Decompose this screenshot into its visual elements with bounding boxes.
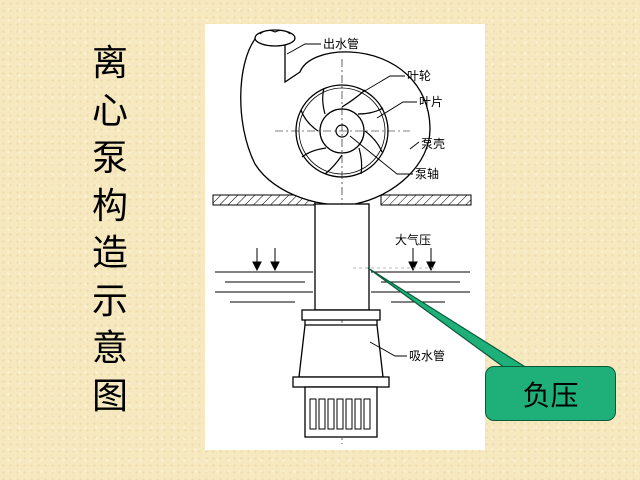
title-char: 构 bbox=[91, 185, 128, 227]
suction-pipe bbox=[292, 203, 390, 438]
negative-pressure-callout: 负压 bbox=[485, 366, 616, 421]
slide-title: 离 心 泵 构 造 示 意 图 bbox=[80, 40, 140, 420]
label-suction-pipe: 吸水管 bbox=[409, 348, 445, 363]
label-pump-shaft: 泵轴 bbox=[415, 166, 439, 181]
title-char: 造 bbox=[91, 233, 128, 274]
label-blade: 叶片 bbox=[419, 95, 443, 109]
callout-text: 负压 bbox=[522, 378, 579, 412]
label-pump-casing: 泵壳 bbox=[421, 137, 445, 151]
label-atmospheric-pressure: 大气压 bbox=[395, 232, 431, 247]
label-outlet-pipe: 出水管 bbox=[323, 36, 359, 51]
title-char: 意 bbox=[91, 328, 128, 369]
outlet-pipe bbox=[254, 29, 296, 47]
strainer bbox=[309, 398, 371, 430]
pump-diagram: 出水管 叶轮 叶片 泵壳 泵轴 大气压 吸水管 bbox=[205, 24, 485, 450]
title-char: 心 bbox=[91, 90, 128, 132]
impeller-blades bbox=[300, 87, 384, 175]
pressure-arrows bbox=[252, 248, 436, 272]
label-impeller: 叶轮 bbox=[407, 69, 431, 83]
title-char: 离 bbox=[91, 43, 128, 84]
pump-diagram-svg: 出水管 叶轮 叶片 泵壳 泵轴 大气压 吸水管 bbox=[212, 29, 472, 444]
title-char: 图 bbox=[91, 375, 128, 417]
title-char: 泵 bbox=[91, 138, 128, 179]
title-char: 示 bbox=[91, 280, 128, 322]
